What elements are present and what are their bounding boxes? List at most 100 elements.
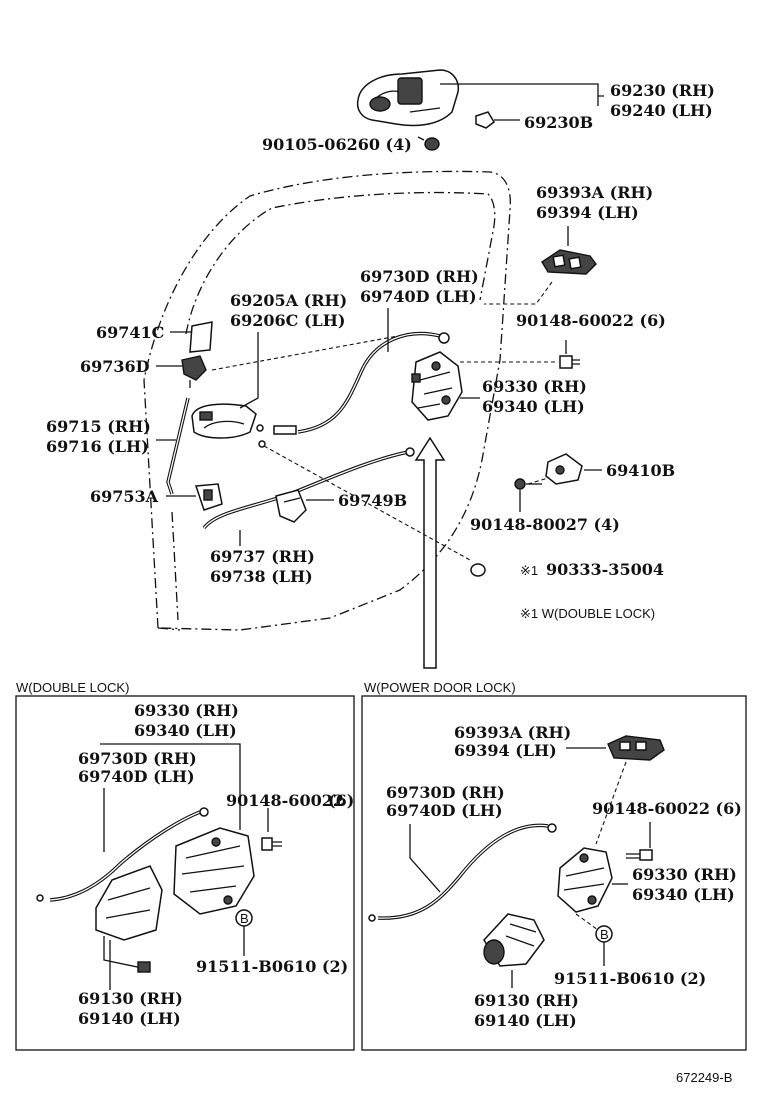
label-69340-lh: 69340 (LH) [482, 397, 585, 416]
box-right-label-91511: 91511-B0610 (2) [554, 969, 706, 988]
box-left-label-91511: 91511-B0610 (2) [196, 957, 348, 976]
handle-bolt [417, 136, 440, 151]
box-right-label-69130: 69130 (RH) [474, 991, 579, 1010]
label-69740d-lh: 69740D (LH) [360, 287, 477, 306]
door-inner-edge [157, 511, 181, 631]
leader-striker-dash [484, 281, 553, 305]
box-left-label-69330: 69330 (RH) [134, 701, 239, 720]
label-69749b: 69749B [338, 491, 407, 510]
leader-80027-dash [527, 477, 549, 485]
box-right-label-69730d: 69730D (RH) [386, 783, 505, 802]
label-69715-rh: 69715 (RH) [46, 417, 151, 436]
box-right-leader-69730d [409, 824, 441, 893]
label-69230b: 69230B [524, 113, 593, 132]
striker-69410b [545, 453, 583, 485]
rod-69715-inner [167, 397, 189, 495]
box-right-title: W(POWER DOOR LOCK) [364, 680, 516, 695]
box-left-label-69130: 69130 (RH) [78, 989, 183, 1008]
rod-69737-inner [203, 451, 409, 529]
label-69738-lh: 69738 (LH) [210, 567, 313, 586]
box-left-label-69140: 69140 (LH) [78, 1009, 181, 1028]
box-right-cable-end-2 [368, 914, 376, 922]
label-90333: 90333-35004 [546, 560, 664, 579]
box-right-label-69394: 69394 (LH) [454, 741, 557, 760]
box-right-cable-inner [377, 824, 549, 919]
rod-69737 [202, 450, 409, 530]
box-left-label-69730d: 69730D (RH) [78, 749, 197, 768]
label-90148-60022: 90148-60022 (6) [516, 311, 666, 330]
label-69394-lh: 69394 (LH) [536, 203, 639, 222]
screw-90148-60022 [559, 355, 580, 369]
handle-pad-69230b [475, 111, 495, 129]
label-69736d: 69736D [80, 357, 150, 376]
fitting-point [258, 440, 266, 448]
figure-id: 672249-B [676, 1070, 732, 1085]
leader-double-lock-dash [263, 445, 471, 561]
box-left-bolt-b-text: B [240, 911, 249, 926]
label-69330-rh: 69330 (RH) [482, 377, 587, 396]
box-right-cable-end [547, 823, 557, 833]
box-left-label-69740d: 69740D (LH) [78, 767, 195, 786]
note-double-lock: ※1 W(DOUBLE LOCK) [520, 606, 655, 621]
label-69737-rh: 69737 (RH) [210, 547, 315, 566]
box-power-door-lock [361, 695, 747, 1051]
door-window-outline [185, 191, 496, 335]
o-ring-90333 [470, 563, 486, 577]
door-frame-outline [143, 170, 512, 631]
fitting-point-2 [256, 424, 264, 432]
label-69410b: 69410B [606, 461, 675, 480]
box-right-dash-2 [575, 913, 599, 931]
clip-69753a [194, 483, 223, 511]
box-left-label-90148: 90148-60022 [226, 791, 344, 810]
box-left-leader-69330 [100, 743, 241, 830]
box-right-label-69393a: 69393A (RH) [454, 723, 571, 742]
box-left-cable-end [199, 807, 209, 817]
rod-end [405, 447, 415, 457]
label-69716-lh: 69716 (LH) [46, 437, 149, 456]
label-69741c: 69741C [96, 323, 164, 342]
label-69206c-lh: 69206C (LH) [230, 311, 345, 330]
box-left-cable-end-2 [36, 894, 44, 902]
box-left-screw [261, 837, 282, 851]
leader-69230 [440, 83, 604, 106]
label-69240-lh: 69240 (LH) [610, 101, 713, 120]
leader-69736d-dash [211, 335, 399, 371]
leader-69205a [239, 332, 259, 409]
label-69730d-rh: 69730D (RH) [360, 267, 479, 286]
box-left-label-69340: 69340 (LH) [134, 721, 237, 740]
box-right-striker [607, 735, 665, 761]
label-69753a: 69753A [90, 487, 159, 506]
label-90148-80027: 90148-80027 (4) [470, 515, 620, 534]
cable-69730d-inner [297, 332, 441, 433]
inside-handle-69205a [191, 403, 257, 439]
box-left-title: W(DOUBLE LOCK) [16, 680, 129, 695]
box-left-door-lock [173, 827, 255, 915]
label-69393a-rh: 69393A (RH) [536, 183, 653, 202]
label-90105: 90105-06260 (4) [262, 135, 412, 154]
box-right-bolt-b-text: B [600, 927, 609, 942]
box-right-dash-1 [595, 761, 627, 845]
box-right-label-90148: 90148-60022 (6) [592, 799, 742, 818]
cable-end [438, 332, 450, 344]
box-right-actuator-69130 [483, 913, 545, 967]
box-right-screw [626, 849, 653, 861]
direction-arrow [414, 436, 446, 669]
box-right-door-lock [557, 847, 613, 913]
box-right-label-69340: 69340 (LH) [632, 885, 735, 904]
box-double-lock [15, 695, 355, 1051]
box-left-actuator [95, 865, 163, 973]
label-69205a-rh: 69205A (RH) [230, 291, 347, 310]
box-left-cable-inner [49, 811, 201, 901]
label-69230-rh: 69230 (RH) [610, 81, 715, 100]
box-right-label-69140: 69140 (LH) [474, 1011, 577, 1030]
clip-69736d [181, 355, 207, 388]
door-lock-69330 [411, 351, 463, 421]
note-mark-90333: ※1 [520, 563, 538, 578]
box-left-label-90148-qty: (6) [328, 791, 354, 810]
bezel-69741c [189, 321, 213, 353]
box-right-label-69330: 69330 (RH) [632, 865, 737, 884]
cable-fitting [273, 425, 297, 435]
box-right-label-69740d: 69740D (LH) [386, 801, 503, 820]
outside-handle-assembly [356, 69, 460, 127]
